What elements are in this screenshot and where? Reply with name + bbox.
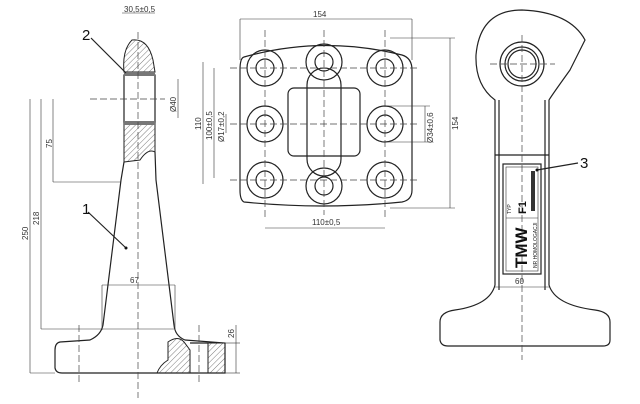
type-plate: TYP F1 TMW NR HOMOLOGACJI <box>502 163 542 275</box>
dim-width-top: 30,5±0,5 <box>124 5 156 14</box>
dim-height: 154 <box>451 116 460 130</box>
base-section <box>156 338 191 374</box>
callout-1: 1 <box>82 201 90 218</box>
bushing-ring-bottom <box>124 121 155 125</box>
callout-3: 3 <box>580 155 588 172</box>
head-outline <box>475 9 586 130</box>
front-view: TYP F1 TMW NR HOMOLOGACJI 3 60 <box>439 9 611 360</box>
dim-60: 60 <box>515 277 524 286</box>
top-view: 154 110 100±0,5 Ø17±0,2 Ø34±0,6 154 110±… <box>194 10 460 229</box>
dim-75: 75 <box>45 139 54 148</box>
dim-67: 67 <box>130 276 139 285</box>
plate-type: TYP <box>507 204 513 214</box>
bushing <box>123 74 156 123</box>
head-bottom-section <box>123 122 156 163</box>
dim-110-horizontal: 110±0,5 <box>312 218 341 227</box>
dim-hole-large: Ø34±0,6 <box>426 112 435 143</box>
plate-bar <box>531 171 535 211</box>
callout-2: 2 <box>82 27 90 44</box>
dim-110-vertical: 110 <box>194 117 203 130</box>
dim-250: 250 <box>21 226 30 240</box>
bushing-ring-top <box>124 72 155 76</box>
dim-bore: Ø40 <box>169 96 178 112</box>
dim-26: 26 <box>227 329 236 338</box>
dim-hole-small: Ø17±0,2 <box>217 111 226 142</box>
side-view: 30,5±0,5 Ø40 75 218 250 67 26 2 1 <box>21 5 240 398</box>
plate-brand: TMW <box>512 226 531 268</box>
dim-218: 218 <box>32 211 41 225</box>
body-outline <box>54 151 226 374</box>
plate-homologation: NR HOMOLOGACJI <box>533 222 539 268</box>
plate-mark: F1 <box>517 201 529 214</box>
stem-outline <box>439 130 611 347</box>
base-section-right <box>207 342 226 374</box>
head-top-section <box>123 39 156 73</box>
base-plate-outline <box>239 44 413 207</box>
dim-100: 100±0,5 <box>205 111 214 140</box>
dim-width: 154 <box>313 10 327 19</box>
